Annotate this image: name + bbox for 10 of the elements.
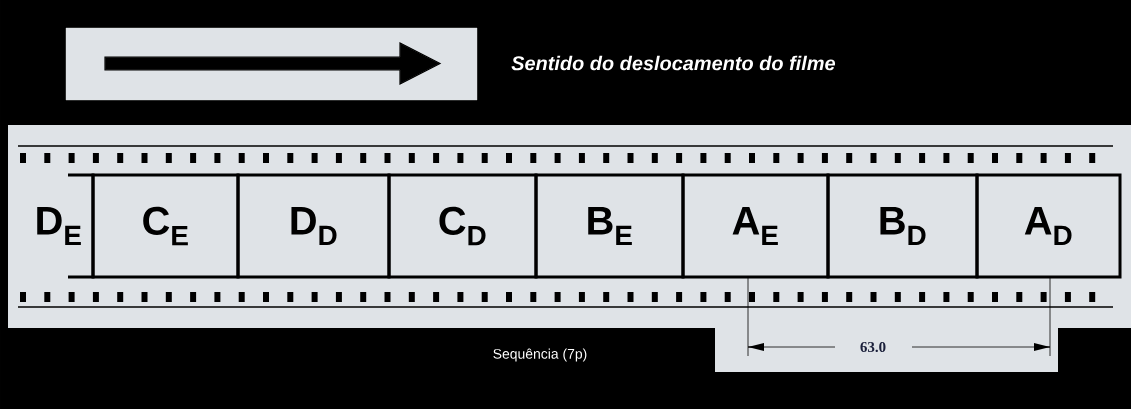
dimension-label: 63.0 [860,341,886,353]
title-text: Sentido do deslocamento do filme [511,55,836,71]
film-frame: A$_{E}$ [681,173,830,279]
film-frame: A$_{D}$ [975,173,1122,279]
film-frame: B$_{E}$ [534,173,685,279]
film-frame: C$_{D}$ [387,173,538,279]
film-frame: C$_{E}$ [91,173,240,279]
film-frame: D$_{D}$ [236,173,391,279]
film-frame: B$_{D}$ [826,173,979,279]
sequence-caption: Sequência (7p) [493,348,587,362]
